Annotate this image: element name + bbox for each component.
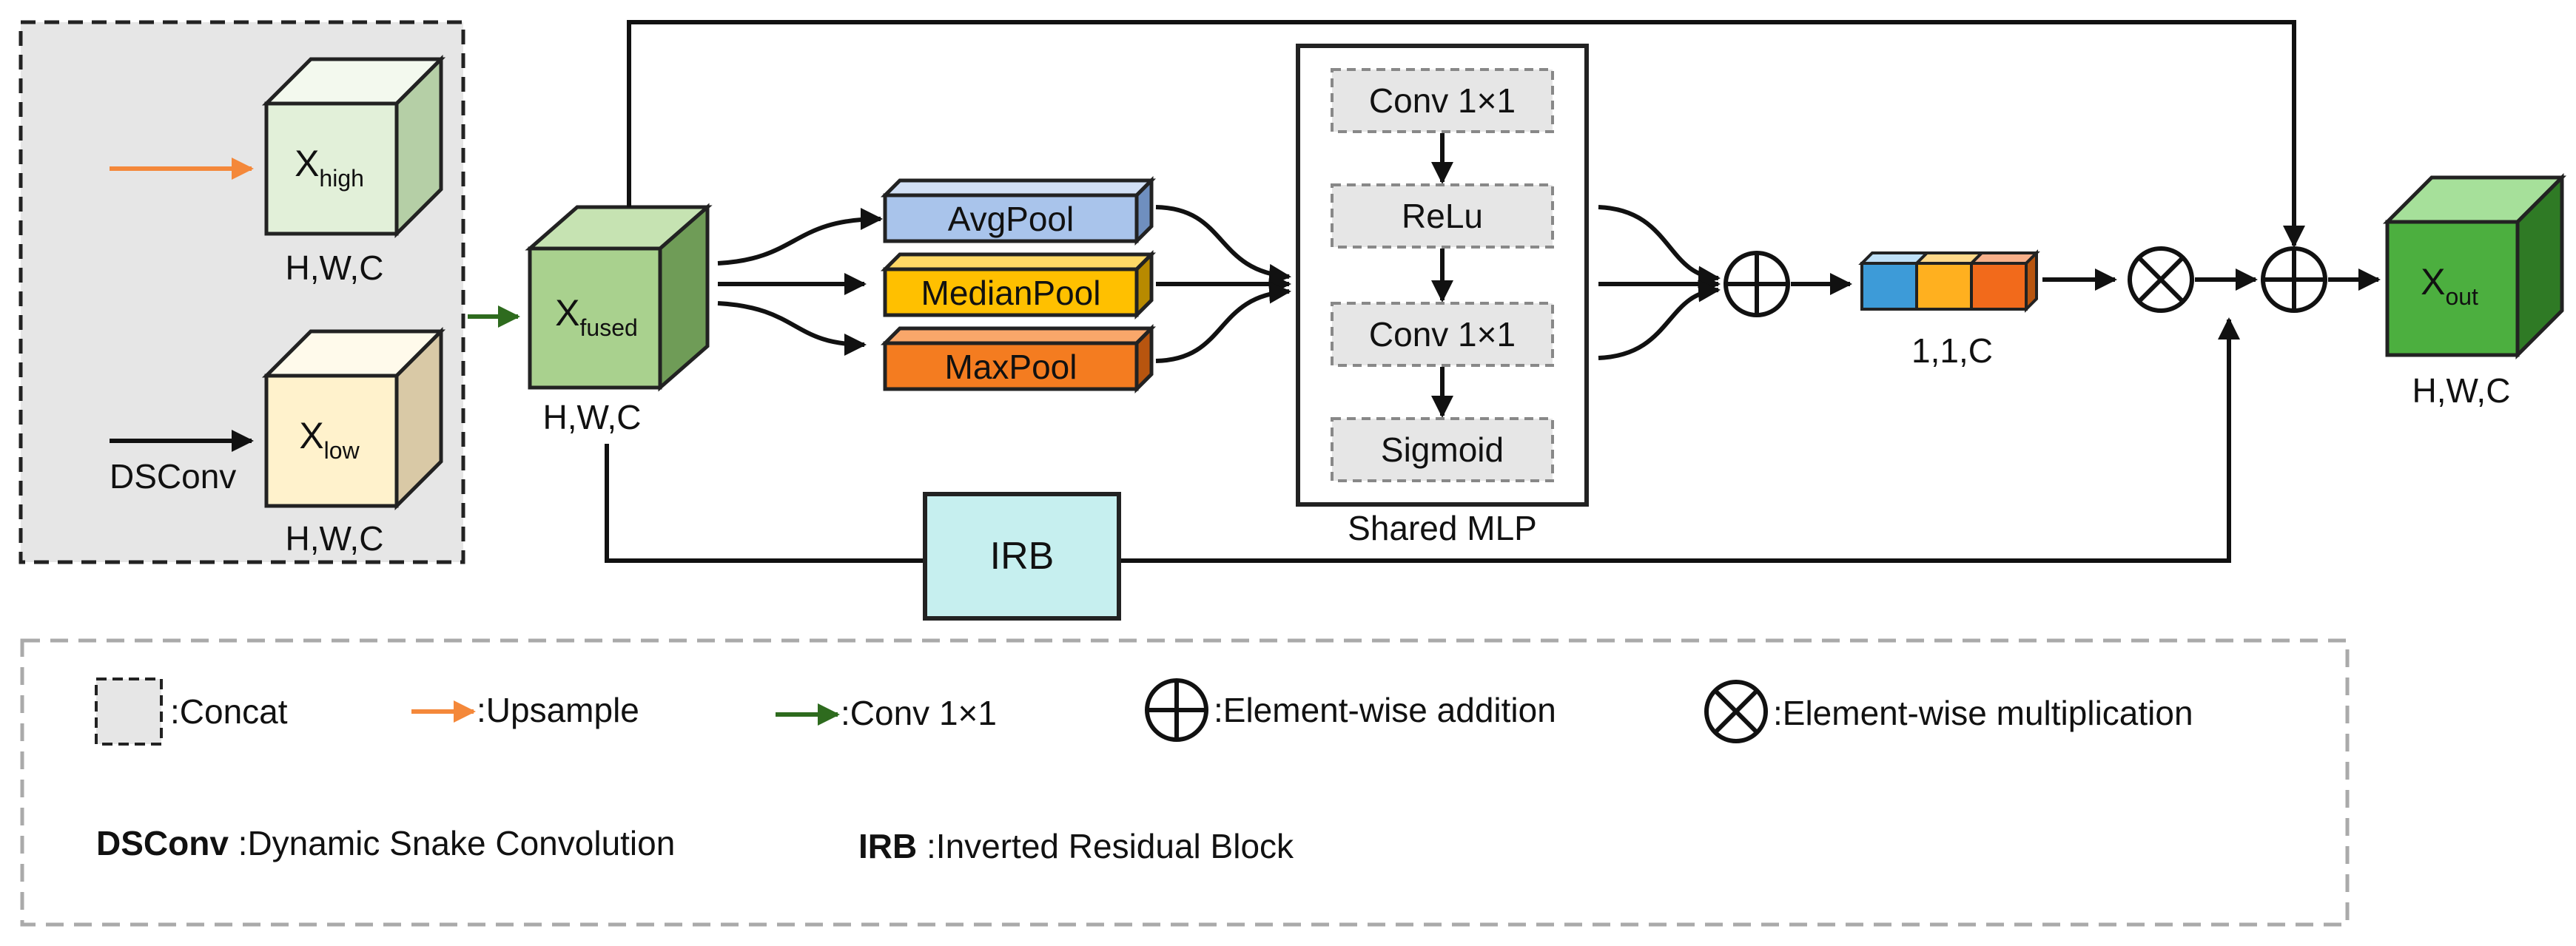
- x-fused-dims: H,W,C: [543, 398, 642, 436]
- x-out-label: Xout: [2421, 261, 2478, 310]
- x-fused-label: Xfused: [555, 292, 638, 341]
- medianpool-label: MedianPool: [921, 274, 1101, 312]
- dsconv-label: DSConv: [110, 457, 236, 496]
- x-high-cube: Xhigh: [261, 54, 446, 239]
- mlp-relu-box: [1331, 183, 1554, 249]
- skip-connection-line: [627, 20, 2305, 248]
- x-low-label: Xlow: [299, 415, 360, 464]
- maxpool-label: MaxPool: [945, 348, 1077, 386]
- arrow-to-maxpool: [717, 301, 867, 356]
- medianpool-block: MedianPool: [880, 249, 1157, 320]
- mlp-sigmoid-label: Sigmoid: [1381, 430, 1504, 469]
- avgpool-block: AvgPool: [880, 175, 1157, 246]
- arrow-avgpool-to-mlp: [1155, 205, 1291, 286]
- legend-irb-text: IRB :Inverted Residual Block: [858, 827, 1294, 865]
- mlp-conv2-label: Conv 1×1: [1369, 315, 1516, 354]
- legend-upsample-text: :Upsample: [477, 691, 639, 729]
- x-low-dims: H,W,C: [286, 519, 384, 558]
- legend-conv-text: :Conv 1×1: [841, 694, 997, 732]
- mlp-sigmoid-box: [1331, 417, 1554, 482]
- legend-addition-icon: [1145, 678, 1208, 742]
- irb-block: [923, 492, 1121, 621]
- legend-multiplication-icon: [1704, 680, 1768, 743]
- arrow-maxpool-to-mlp: [1155, 281, 1291, 363]
- shared-mlp-caption: Shared MLP: [1348, 509, 1537, 547]
- x-fused-cube: Xfused: [525, 203, 713, 392]
- legend-multiplication-text: :Element-wise multiplication: [1773, 694, 2193, 732]
- mlp-relu-label: ReLu: [1402, 197, 1483, 235]
- legend-dsconv-text: DSConv :Dynamic Snake Convolution: [96, 824, 675, 862]
- mlp-conv1-box: [1331, 68, 1554, 133]
- avgpool-label: AvgPool: [948, 200, 1075, 238]
- legend-addition-text: :Element-wise addition: [1214, 691, 1556, 729]
- mlp-conv2-box: [1331, 302, 1554, 367]
- irb-label: IRB: [990, 535, 1055, 578]
- x-high-dims: H,W,C: [286, 249, 384, 287]
- mlp-conv1-label: Conv 1×1: [1369, 81, 1516, 120]
- addition-node-2: [2261, 246, 2327, 313]
- irb-branch-line: [605, 317, 2240, 563]
- arrow-to-avgpool: [717, 208, 883, 266]
- legend-concat-swatch: [95, 678, 163, 746]
- x-high-label: Xhigh: [295, 143, 364, 192]
- x-low-cube: Xlow: [261, 326, 446, 511]
- arrow-mlp-to-add-bottom: [1598, 280, 1721, 360]
- multiplication-node: [2128, 246, 2194, 313]
- arrow-mlp-to-add-top: [1598, 205, 1721, 288]
- legend-box: [20, 638, 2350, 927]
- legend-concat-text: :Concat: [170, 692, 288, 731]
- weights-dims: 1,1,C: [1911, 331, 1993, 370]
- maxpool-block: MaxPool: [880, 323, 1157, 394]
- x-out-cube: Xout: [2382, 172, 2567, 360]
- addition-node-1: [1724, 251, 1790, 317]
- channel-weight-vector: [1858, 249, 2040, 313]
- x-out-dims: H,W,C: [2412, 371, 2511, 410]
